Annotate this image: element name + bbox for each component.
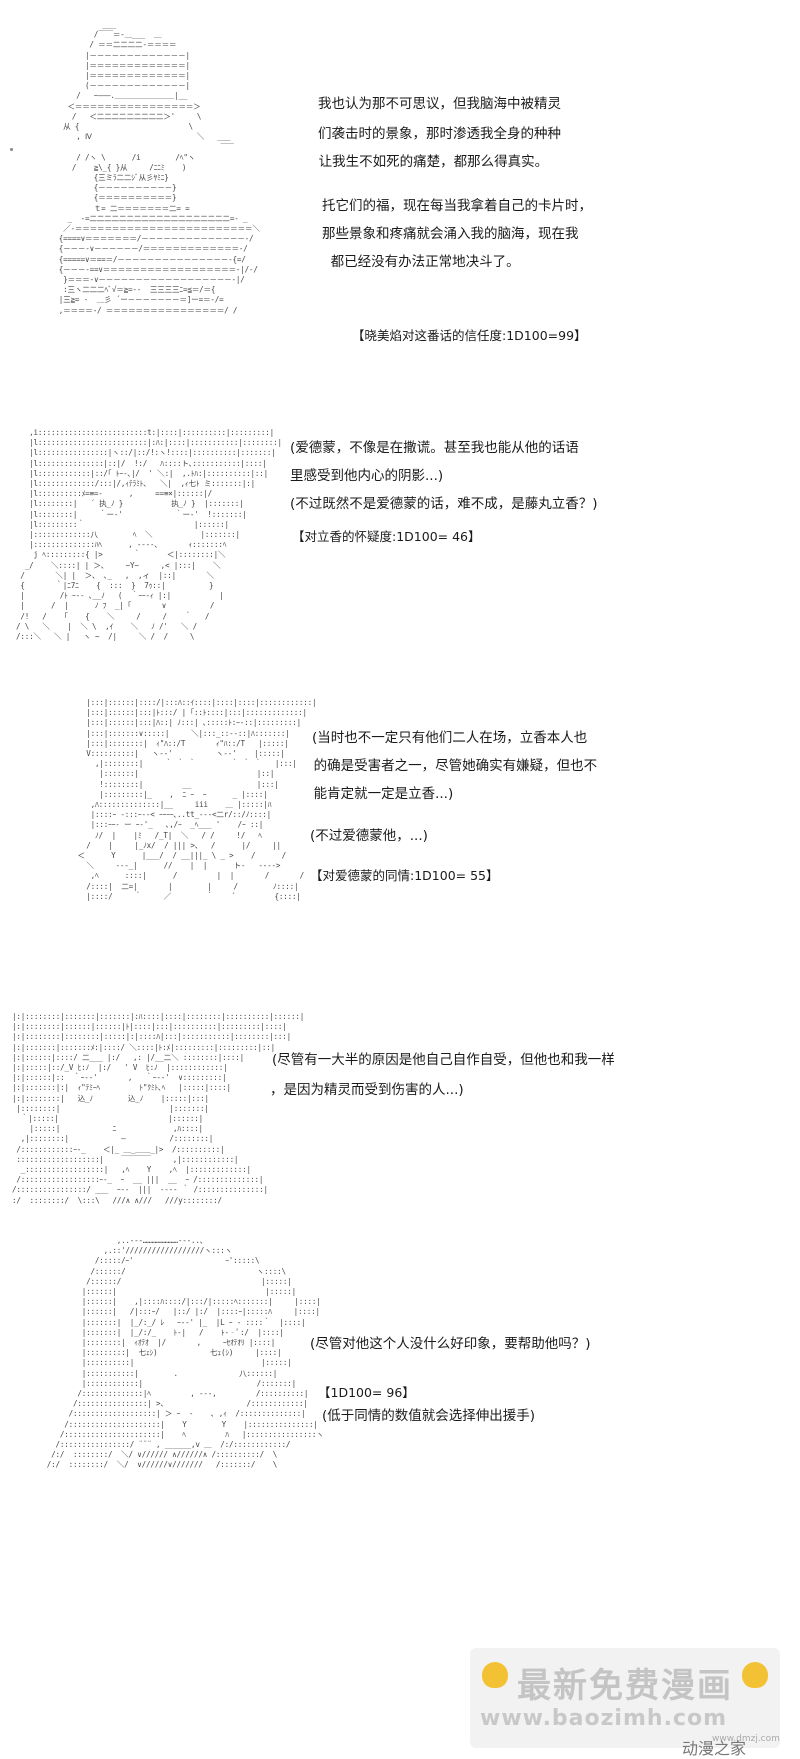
watermark-bottom-text: 动漫之家: [682, 1739, 747, 1758]
panel-5-stat: 【1D100= 96】: [318, 1385, 415, 1400]
panel-1-line-0: 我也认为那不可思议，但我脑海中被精灵: [318, 96, 561, 112]
ascii-art-figure-2: ,i:::::::::::::::::::::::::t:|::::|:::::…: [16, 428, 282, 642]
panel-1-line-6: 都已经没有办法正常地决斗了。: [322, 254, 520, 270]
panel-3-line-2: 能肯定就一定是立香...): [305, 786, 454, 802]
panel-1-line-4: 托它们的福，现在每当我拿着自己的卡片时，: [322, 198, 592, 214]
panel-2-line-2: (不过既然不是爱德蒙的话，难不成，是藤丸立香？): [290, 496, 598, 512]
panel-4-line-0: (尽管有一大半的原因是他自己自作自受，但他也和我一样: [272, 1052, 615, 1068]
panel-3: |:::|::::::|::::/|:::ﾊ::ｲ::::|::::|::::|…: [0, 680, 800, 980]
panel-5-line-0: (尽管对他这个人没什么好印象，要帮助他吗？): [310, 1336, 591, 1352]
panel-2-stat: 【对立香的怀疑度:1D100= 46】: [292, 529, 481, 544]
hand-pointing-down-icon: [742, 1662, 768, 1688]
panel-1: ___ /￣￣＝-＿___ ＿ / ＝＝二二二二-＝＝＝＝ |－－－－－－－－－…: [0, 0, 800, 400]
panel-4-line-1: ，是因为精灵而受到伤害的人...): [270, 1082, 464, 1098]
watermark-small-url: www.dmzj.com: [712, 1734, 780, 1744]
ascii-art-hat-figure: ___ /￣￣＝-＿___ ＿ / ＝＝二二二二-＝＝＝＝ |－－－－－－－－－…: [58, 20, 260, 315]
panel-1-line-1: 们袭击时的景象，那时渗透我全身的种种: [318, 126, 561, 142]
panel-2-line-0: (爱德蒙，不像是在撒谎。甚至我也能从他的话语: [290, 440, 579, 456]
watermark-url: www.baozimh.com: [480, 1706, 727, 1731]
panel-4: |:|::::::::|:::::::|:::::::|:ﾊ::::|::::|…: [0, 1000, 800, 1230]
panel-3-line-0: (当时也不一定只有他们二人在场，立香本人也: [312, 730, 588, 746]
panel-1-line-2: 让我生不如死的痛楚，都那么得真实。: [310, 154, 549, 170]
panel-3-line-4: (不过爱德蒙他，...): [310, 828, 428, 844]
panel-1-stat: 【晓美焰对这番话的信任度:1D100=99】: [352, 328, 587, 343]
ascii-art-figure-4: |:|::::::::|:::::::|:::::::|:ﾊ::::|::::|…: [12, 1012, 305, 1205]
panel-5-note: (低于同情的数值就会选择伸出援手): [322, 1408, 536, 1424]
panel-1-line-5: 那些景象和疼痛就会涌入我的脑海，现在我: [322, 226, 579, 242]
watermark-title: 最新免费漫画: [517, 1666, 733, 1706]
ascii-art-figure-3: |:::|::::::|::::/|:::ﾊ::ｲ::::|::::|::::|…: [77, 698, 317, 901]
panel-3-line-1: 的确是受害者之一，尽管她确实有嫌疑，但也不: [305, 758, 598, 774]
panel-2: ,i:::::::::::::::::::::::::t:|::::|:::::…: [0, 400, 800, 680]
panel-2-line-1: 里感受到他内心的阴影...): [290, 468, 444, 484]
watermark-badge: 最新免费漫画 www.baozimh.com www.dmzj.com: [470, 1648, 780, 1748]
dot-mark: [10, 148, 13, 151]
hand-pointing-down-icon: [482, 1662, 508, 1688]
panel-3-stat: 【对爱德蒙的同情:1D100= 55】: [310, 868, 499, 883]
ascii-art-figure-5: ,..-‐‐……………………‐‐-..、 ,.::'//////////////…: [46, 1236, 324, 1470]
panel-5: ,..-‐‐……………………‐‐-..、 ,.::'//////////////…: [0, 1230, 800, 1757]
